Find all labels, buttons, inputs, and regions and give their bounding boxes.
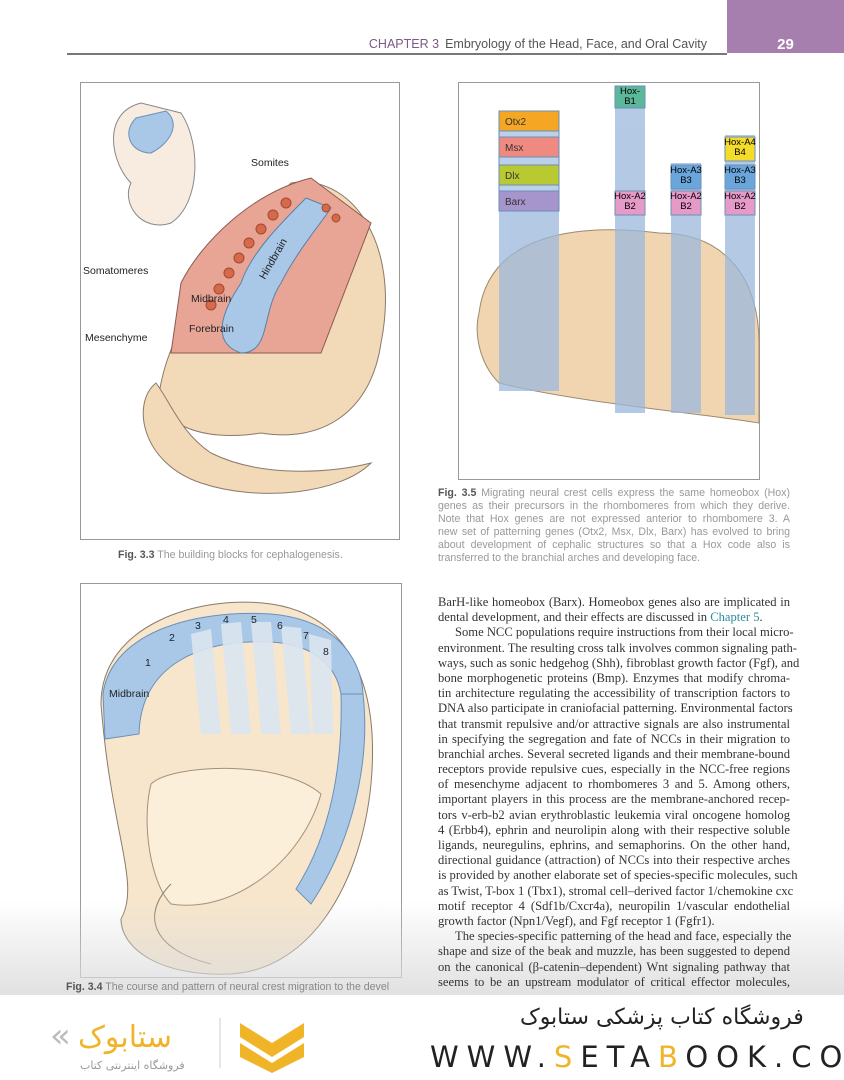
logo-text: ستابوک [78,1020,172,1055]
gene-hox-b1: Hox-B1 [619,86,641,107]
shop-name: فروشگاه کتاب پزشکی ستابوک [520,1005,804,1030]
region-number: 6 [277,620,283,632]
region-number: 4 [223,614,229,626]
text-line: receptors provide repulsive cues, especi… [438,762,790,777]
text-line: growth factor (Npn1/Vegf), and Fgf recep… [438,913,715,928]
text-line: bone morphogenetic proteins (Bmp). Enzym… [438,670,790,685]
region-number: 8 [323,646,329,658]
gene-hox-a3b3: Hox-A3 B3 [670,165,702,186]
caption-line: new set of patterning genes (Otx2, Msx, … [438,526,790,538]
caption-line: transferred to the branchial arches and … [438,552,701,564]
figure-3-5-caption: Fig. 3.5 Migrating neural crest cells ex… [438,487,790,565]
caption-label: Fig. 3.4 [66,981,103,993]
text-line: as Twist, T-box 1 (Tbx1), stromal cell–d… [438,883,794,898]
text-line: in specifying the segregation and fate o… [438,731,790,746]
label-midbrain: Midbrain [191,293,232,305]
text-line: ways, such as sonic hedgehog (Shh), fibr… [438,655,800,670]
gene-hox-a2b2: Hox-A2 B2 [614,191,646,212]
caption-label: Fig. 3.3 [118,549,155,561]
text-line: important players in this process are th… [438,792,790,807]
running-header: CHAPTER 3 Embryology of the Head, Face, a… [369,37,707,51]
neural-crest-migration-illustration [100,601,373,975]
gene-dlx: Dlx [505,171,519,182]
gene-otx2: Otx2 [505,117,527,128]
caption-line: genes as their precursors in the rhombom… [438,500,790,512]
text-span: dental development, and their effects ar… [438,610,711,625]
figure-3-3-caption: Fig. 3.3 The building blocks for cephalo… [118,549,343,562]
region-number: 1 [145,657,151,669]
figure-3-5: Otx2 Msx Dlx Barx Hox-B1 Hox-A2 B2 Hox-A… [458,82,760,480]
label-mesenchyme: Mesenchyme [85,332,148,344]
text-line: is provided by another elaborate set of … [438,868,798,883]
text-line: ligands, neuregulins, ephrins, and semap… [438,838,790,852]
caption-line: about development of cephalic structures… [438,539,790,551]
label-midbrain: Midbrain [109,688,150,700]
watermark-footer: « ستابوک فروشگاه اینترنتی کتاب فروشگاه ک… [0,996,844,1080]
text-line: environment. The resulting cross talk in… [438,640,797,655]
text-line: dental development, and their effects ar… [438,610,790,625]
caption-text: The building blocks for cephalogenesis. [157,549,343,561]
text-line: that transmit repulsive and/or attractiv… [438,716,790,731]
text-line: branchial arches. Several secreted ligan… [438,746,790,761]
gene-hox-a2b2: Hox-A2 B2 [724,191,756,212]
text-line: of mesenchyme adjacent to rhombomeres 3 … [438,777,790,792]
cephalogenesis-illustration [113,102,386,494]
region-number: 3 [195,620,201,632]
gene-hox-a3b3: Hox-A3 B3 [724,165,756,186]
logo-tagline: فروشگاه اینترنتی کتاب [80,1059,185,1072]
region-number: 5 [251,614,257,626]
region-number: 2 [169,632,175,644]
region-number: 7 [303,630,309,642]
text-line: tin architecture regulating the accessib… [438,686,790,701]
caption-line: Note that Hox genes are not expressed an… [438,513,790,525]
text-line: Some NCC populations require instruction… [455,625,794,640]
figure-3-3: Somites Somatomeres Hindbrain Midbrain F… [80,82,400,540]
gene-hox-a4b4: Hox-A4 B4 [724,137,756,158]
body-text: BarH-like homeobox (Barx). Homeobox gene… [438,595,800,990]
text-line: motif receptor 4 (Sdf1b/Cxcr4a), neuropi… [438,898,790,913]
chapter-label: CHAPTER 3 [368,37,440,51]
caption-line: Migrating neural crest cells express the… [481,487,790,499]
page-number-tab: 29 [727,0,844,53]
chapter-5-link[interactable]: Chapter 5 [710,610,760,625]
text-span: . [759,610,763,625]
text-line: directional guidance (attraction) of NCC… [438,853,790,868]
text-line: tors v-erb-b2 avian erythroblastic leuke… [438,807,790,822]
text-line: shape and size of the beak and muzzle, h… [438,944,790,959]
text-line: on the canonical (β-catenin–dependent) W… [438,959,790,974]
body-paragraphs: Some NCC populations require instruction… [438,625,800,990]
text-line: DNA also participate in craniofacial pat… [438,701,793,716]
text-line: The species-specific patterning of the h… [455,929,792,944]
caption-label: Fig. 3.5 [438,487,477,499]
hox-gene-illustration: Otx2 Msx Dlx Barx [476,85,760,424]
bottom-shadow [0,900,844,995]
gene-hox-a2b2: Hox-A2 B2 [670,191,702,212]
text-line: seems to be an upstream modulator of cri… [438,974,790,989]
label-somatomeres: Somatomeres [83,265,149,277]
setabook-logo: « ستابوک فروشگاه اینترنتی کتاب [50,1016,304,1073]
text-line: BarH-like homeobox (Barx). Homeobox gene… [438,595,790,609]
svg-text:«: « [50,1016,71,1056]
gene-msx: Msx [505,143,523,154]
gene-barx: Barx [505,197,526,208]
site-url[interactable]: WWW.SETABOOK.COM [430,1040,844,1074]
caption-text: The course and pattern of neural crest m… [105,981,390,993]
figure-3-4-caption: Fig. 3.4 The course and pattern of neura… [66,981,426,994]
label-forebrain: Forebrain [189,323,234,335]
header-rule [67,53,727,55]
page-number: 29 [777,36,794,53]
label-somites: Somites [251,157,289,169]
chapter-title: Embryology of the Head, Face, and Oral C… [445,37,707,51]
text-line: 4 (Erbb4), ephrin and neurolipin along w… [438,822,790,837]
